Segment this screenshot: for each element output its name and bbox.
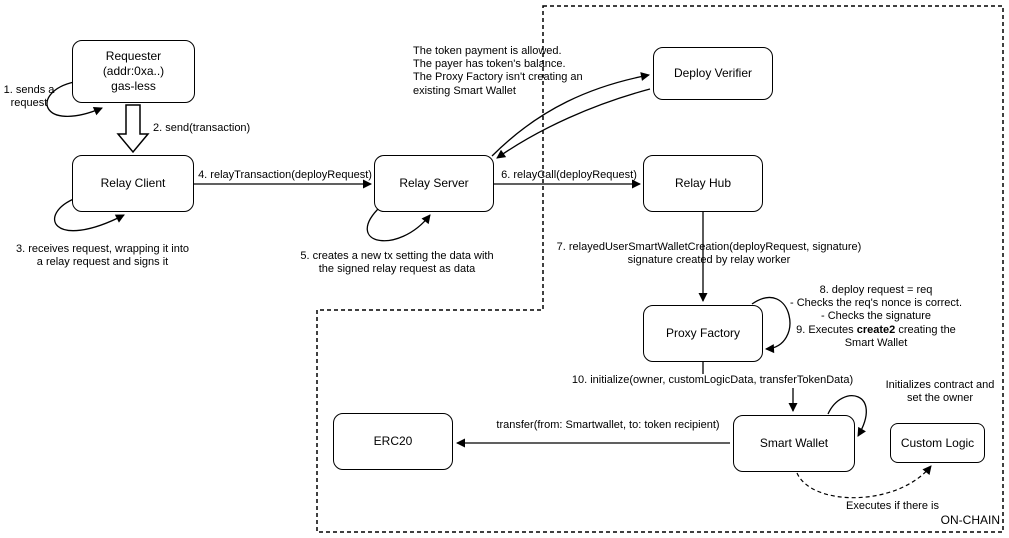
node-erc20: ERC20 bbox=[333, 413, 453, 470]
arrow-step1-loop bbox=[46, 81, 103, 118]
arrow-init-loop bbox=[827, 395, 867, 437]
label-step6: 6. relayCall(deployRequest) bbox=[501, 169, 637, 181]
label-step9-pre: 9. Executes bbox=[796, 323, 857, 336]
arrow-verify-response bbox=[496, 88, 651, 159]
arrow-step8-loop bbox=[751, 296, 791, 354]
label-verifier-note: The token payment is allowed. The payer … bbox=[413, 45, 583, 97]
label-step9-create2: create2 bbox=[856, 323, 896, 336]
node-smart-wallet: Smart Wallet bbox=[733, 415, 855, 472]
node-relay-server: Relay Server bbox=[374, 155, 494, 212]
label-step8-9: 8. deploy request = req - Checks the req… bbox=[786, 284, 966, 350]
label-init-note: Initializes contract and set the owner bbox=[885, 379, 995, 405]
label-onchain: ON-CHAIN bbox=[940, 513, 1000, 527]
node-proxy-factory: Proxy Factory bbox=[643, 305, 763, 362]
label-step5: 5. creates a new tx setting the data wit… bbox=[300, 250, 494, 276]
node-relay-client: Relay Client bbox=[72, 155, 194, 212]
label-step2: 2. send(transaction) bbox=[153, 122, 251, 134]
node-requester: Requester (addr:0xa..) gas-less bbox=[72, 40, 195, 103]
label-step4: 4. relayTransaction(deployRequest) bbox=[198, 169, 372, 181]
label-step10: 10. initialize(owner, customLogicData, t… bbox=[565, 374, 860, 388]
node-relay-hub: Relay Hub bbox=[643, 155, 763, 212]
label-step7: 7. relayedUserSmartWalletCreation(deploy… bbox=[556, 241, 862, 267]
label-step9-post: creating the Smart Wallet bbox=[844, 323, 956, 349]
label-transfer: transfer(from: Smartwallet, to: token re… bbox=[496, 419, 720, 431]
arrow-step3-loop bbox=[54, 197, 125, 232]
arrow-verify-request bbox=[491, 72, 650, 157]
node-custom-logic: Custom Logic bbox=[890, 423, 985, 463]
label-step8-text: 8. deploy request = req - Checks the req… bbox=[789, 284, 963, 323]
label-executes-note: Executes if there is bbox=[846, 500, 939, 512]
label-step1: 1. sends a request bbox=[3, 84, 55, 110]
arrow-step5-loop bbox=[366, 206, 431, 242]
node-deploy-verifier: Deploy Verifier bbox=[653, 47, 773, 100]
send-transaction-block-arrow bbox=[116, 104, 150, 154]
label-step3: 3. receives request, wrapping it into a … bbox=[15, 243, 190, 269]
